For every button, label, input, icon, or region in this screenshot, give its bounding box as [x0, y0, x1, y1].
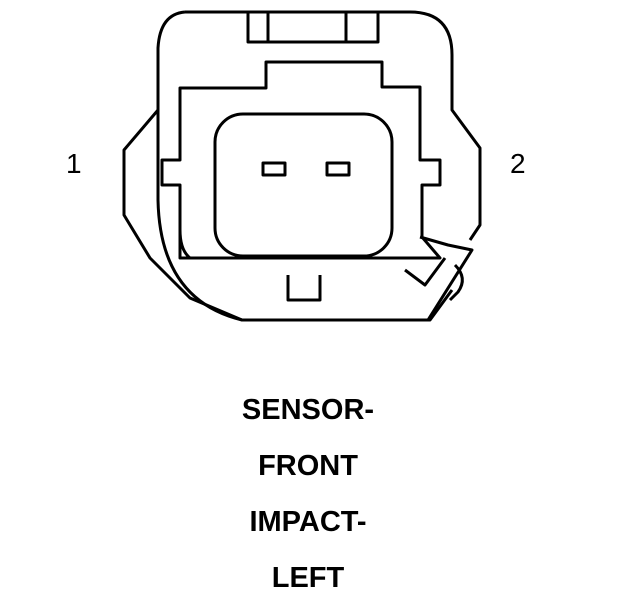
connector-housing-outline — [156, 10, 482, 322]
inner-shroud-inner-line — [178, 62, 268, 260]
latch-arm — [419, 235, 474, 321]
component-title-line-4: LEFT — [271, 562, 345, 594]
component-title-line-2: FRONT — [258, 450, 358, 482]
connector-right-bulge — [448, 263, 464, 302]
bottom-key-tab — [286, 275, 322, 302]
pin-number-2: 2 — [510, 148, 526, 179]
terminal-pin-2 — [325, 161, 351, 177]
locking-tab — [246, 12, 380, 44]
component-title-line-3: IMPACT- — [249, 506, 367, 538]
latch-arm-inner — [404, 257, 447, 287]
component-title-line-1: SENSOR- — [241, 394, 375, 426]
pin-number-1: 1 — [66, 148, 82, 179]
terminal-pin-1 — [261, 161, 287, 177]
inner-shroud-outline — [160, 60, 442, 260]
pin-cavity — [213, 112, 394, 258]
connector-left-flange — [122, 109, 243, 322]
